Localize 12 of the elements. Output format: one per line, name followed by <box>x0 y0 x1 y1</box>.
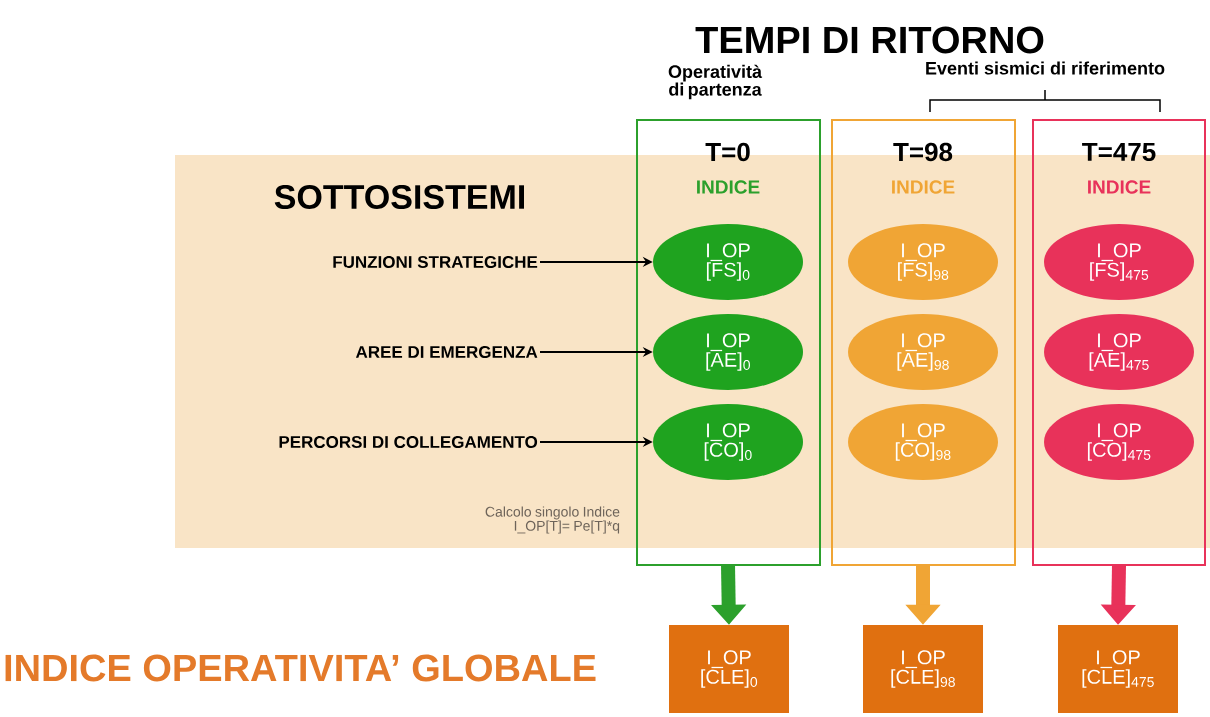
result-box: I_OP [CLE]$_{98}$ <box>863 625 983 713</box>
row-label: FUNZIONI STRATEGICHE <box>333 256 538 268</box>
title: TEMPI DI RITORNO <box>695 26 1044 54</box>
result-box: I_OP [CLE]$_{0}$ <box>669 625 789 713</box>
column-heading: Operatività di partenza <box>668 64 763 100</box>
heading: SOTTOSISTEMI <box>274 184 524 210</box>
big-label: INDICE OPERATIVITA’ GLOBALE <box>5 654 596 682</box>
row-label: AREE DI EMERGENZA <box>355 346 538 358</box>
formula-note: Calcolo singolo Indice I_OP[T]= Pe[T]*q <box>485 506 620 534</box>
row-label: PERCORSI DI COLLEGAMENTO <box>279 436 538 448</box>
result-box: I_OP [CLE]$_{475}$ <box>1058 625 1178 713</box>
group-heading: Eventi sismici di riferimento <box>926 61 1165 75</box>
